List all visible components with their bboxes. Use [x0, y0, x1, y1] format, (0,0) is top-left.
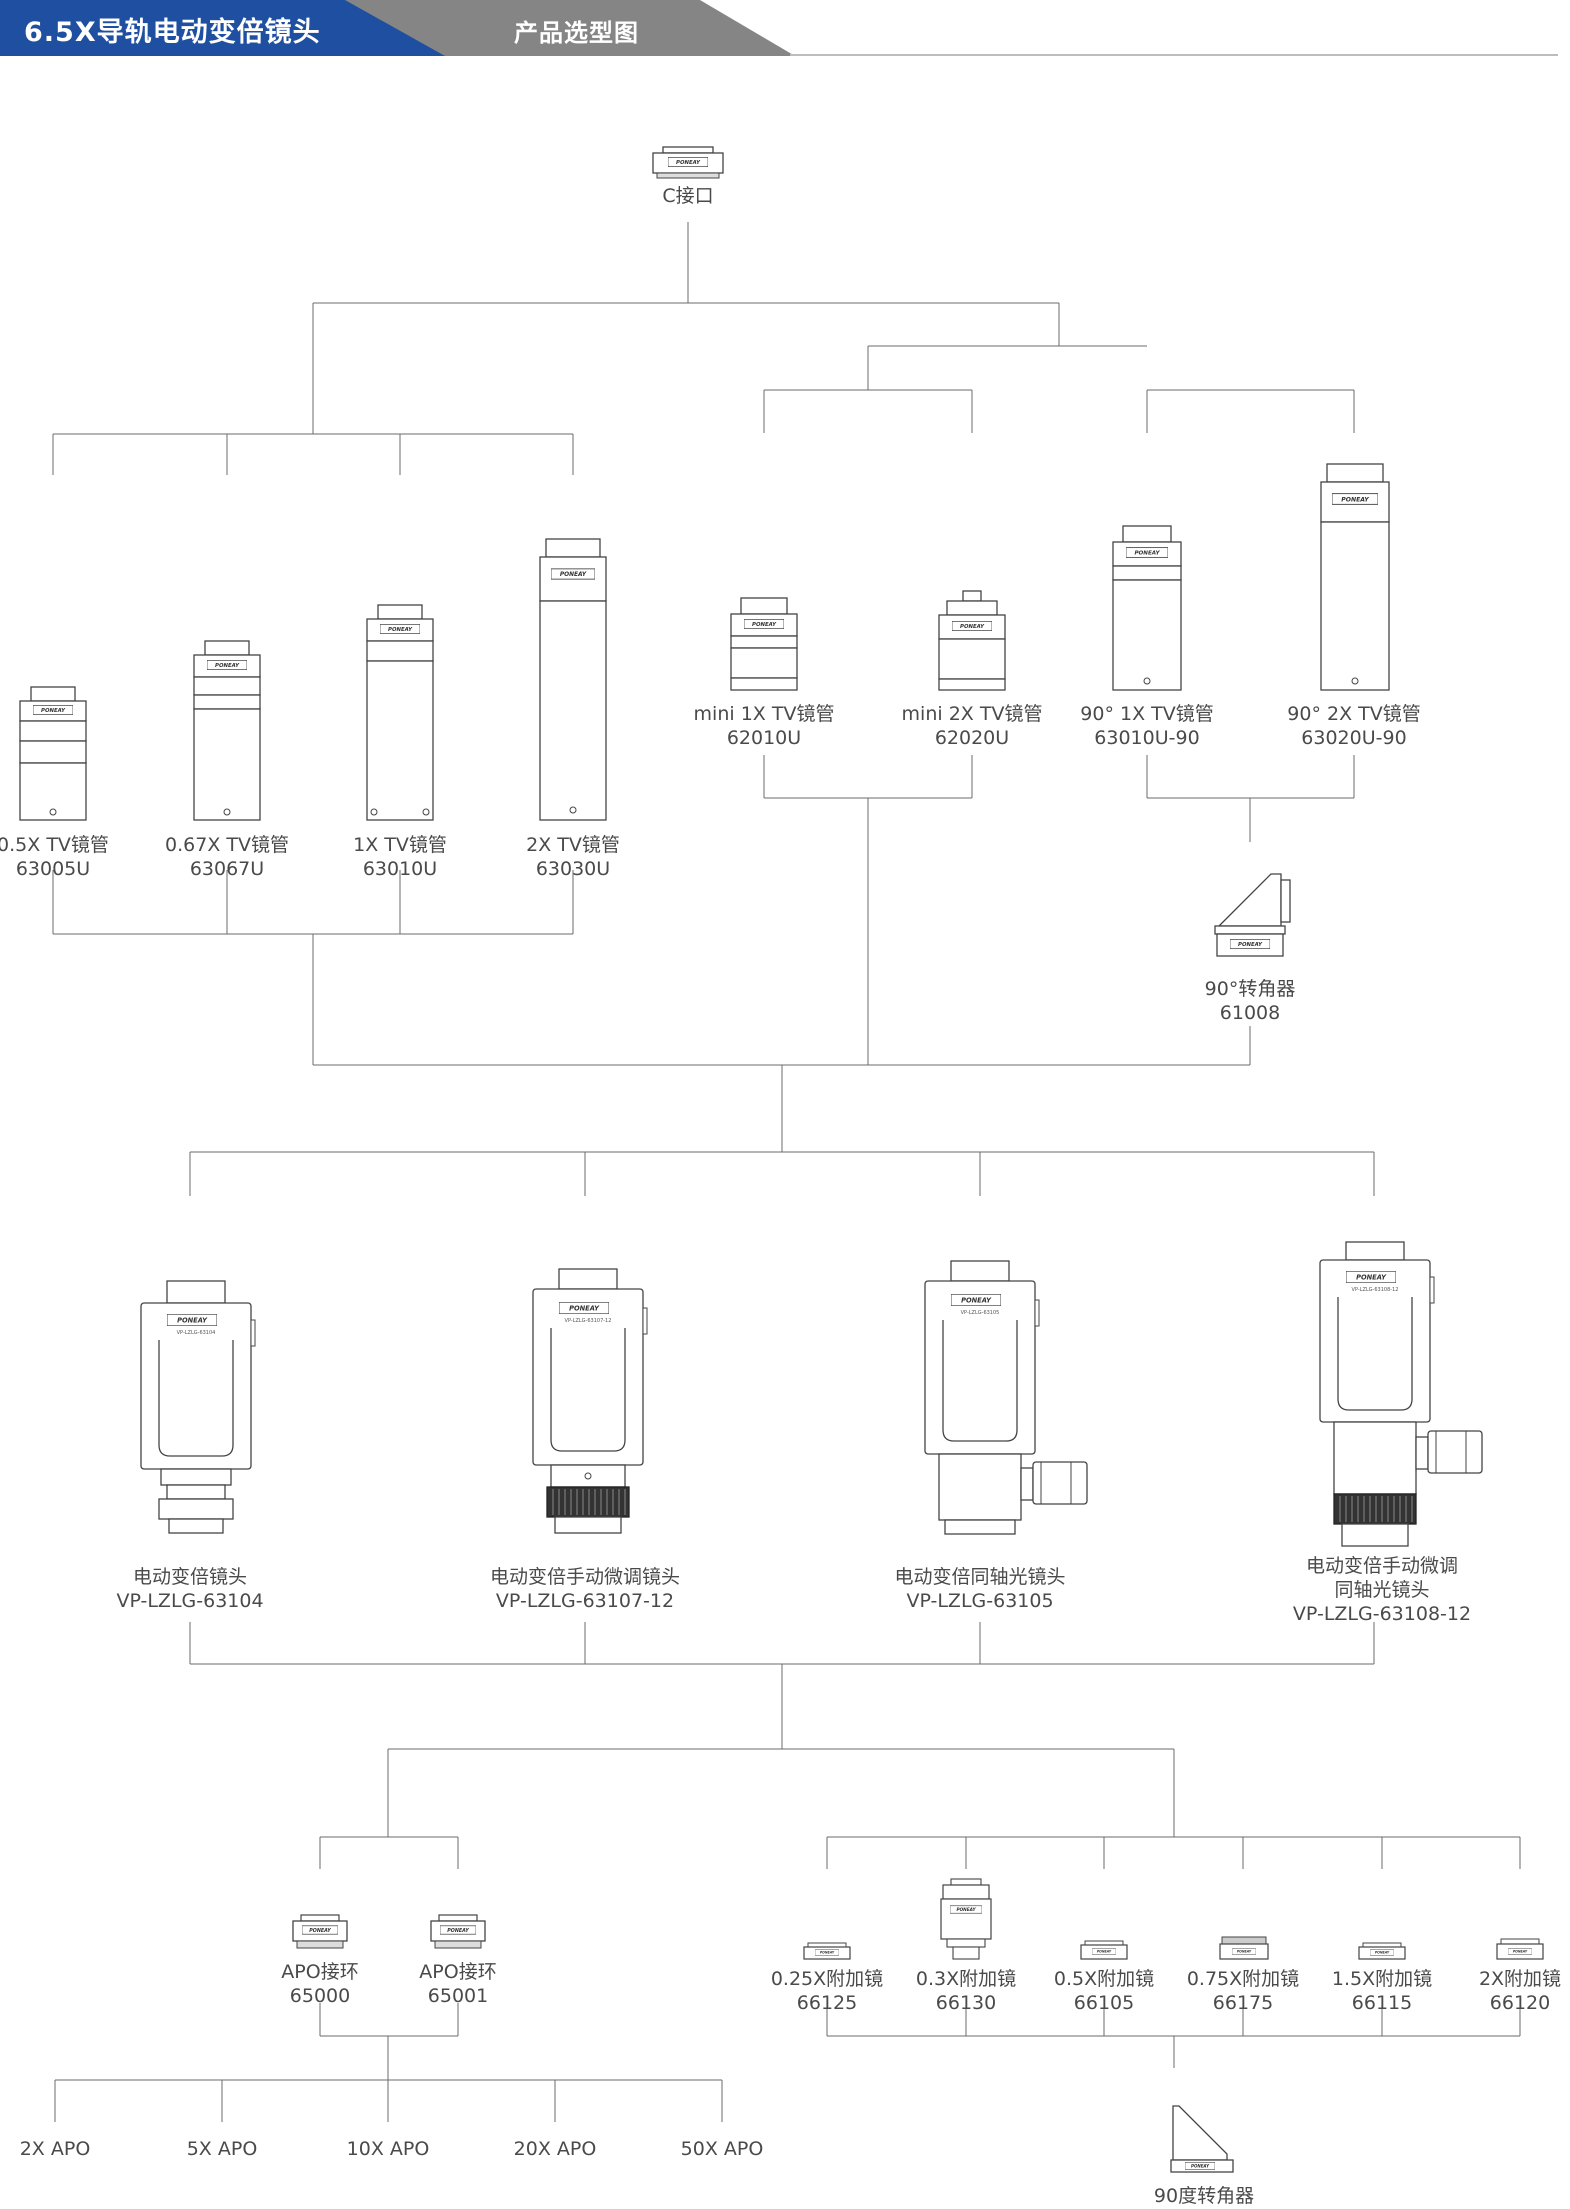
svg-text:VP-LZLG-63107-12: VP-LZLG-63107-12 — [565, 1318, 612, 1324]
header-rule — [790, 54, 1558, 56]
zoom-lens-63105-image: VP-LZLG-63105 — [921, 1260, 1091, 1535]
mini-1x-tube-image — [727, 597, 801, 691]
aux-lens-2x-image — [1495, 1938, 1545, 1960]
tv-tube-05x-image — [16, 686, 90, 821]
angle-90-deg-adapter-label: 90度转角器 — [1153, 2185, 1255, 2207]
apo-objective-10x-label: 10X APO — [346, 2138, 430, 2160]
aux-lens-15x-image — [1357, 1942, 1407, 1960]
mini-2x-tube-image — [935, 590, 1009, 691]
apo-objective-50x-label: 50X APO — [680, 2138, 764, 2160]
tv-tube-2x-image — [536, 538, 610, 821]
tv90-1x-tube-image — [1109, 525, 1185, 691]
tv-tube-067x-image — [190, 640, 264, 821]
aux-lens-075x-image — [1218, 1936, 1270, 1960]
c-mount-image — [651, 146, 725, 180]
apo-ring-65001-image — [429, 1914, 487, 1950]
zoom-lens-63107-image: VP-LZLG-63107-12 — [529, 1268, 648, 1535]
tv90-2x-tube-image — [1317, 463, 1393, 691]
aux-lens-03x-image — [939, 1878, 993, 1960]
apo-objective-5x-label: 5X APO — [186, 2138, 258, 2160]
apo-ring-65000-image — [291, 1914, 349, 1950]
zoom-lens-63104-image: VP-LZLG-63104 — [137, 1280, 256, 1535]
aux-lens-05x-image — [1079, 1940, 1129, 1960]
page-subtitle: 产品选型图 — [514, 19, 639, 47]
aux-lens-025x-image — [802, 1942, 852, 1960]
apo-objective-2x-label: 2X APO — [19, 2138, 91, 2160]
svg-text:VP-LZLG-63108-12: VP-LZLG-63108-12 — [1352, 1287, 1399, 1293]
zoom-lens-63108-image: VP-LZLG-63108-12 — [1316, 1241, 1486, 1548]
c-mount-label: C接口 — [662, 185, 714, 207]
svg-text:VP-LZLG-63105: VP-LZLG-63105 — [961, 1310, 1000, 1316]
tv-tube-1x-image — [363, 604, 437, 821]
apo-objective-20x-label: 20X APO — [513, 2138, 597, 2160]
page-title: 6.5X导轨电动变倍镜头 — [24, 17, 321, 48]
svg-text:VP-LZLG-63104: VP-LZLG-63104 — [177, 1330, 216, 1336]
angle-90-deg-adapter-image — [1169, 2102, 1237, 2176]
angle-90-adapter-image — [1211, 868, 1293, 964]
